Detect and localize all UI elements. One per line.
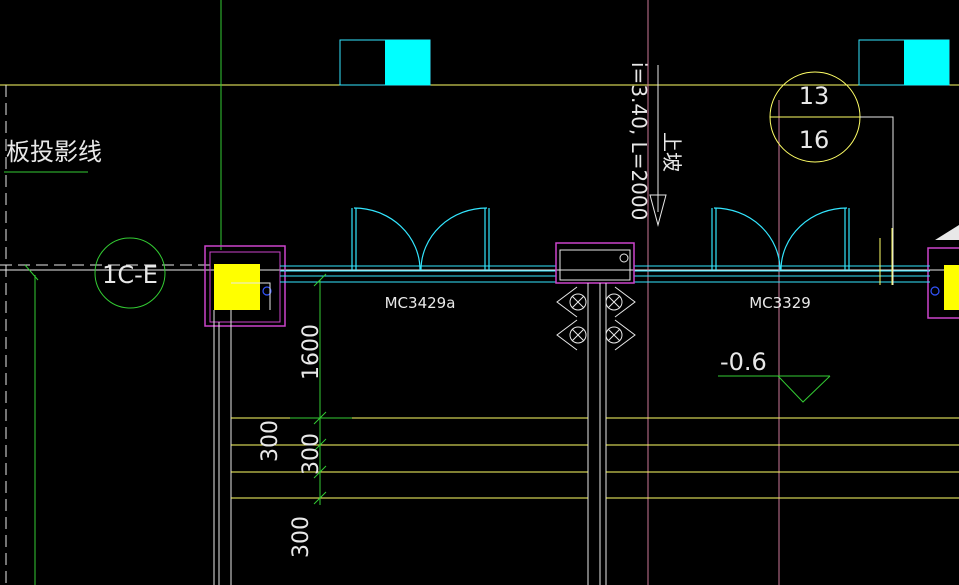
right-column xyxy=(927,225,959,319)
detail-top-number: 13 xyxy=(799,82,830,110)
door-mc3429a-label: MC3429a xyxy=(385,294,456,312)
door-mc3429a[interactable] xyxy=(351,207,490,271)
projection-line-text: 板投影线 xyxy=(6,138,102,166)
central-pier-magenta xyxy=(555,242,635,284)
axis-tag-text: 1C-E xyxy=(102,261,158,289)
dimension-lines xyxy=(290,273,352,505)
elevation-marker[interactable]: -0.6 xyxy=(718,348,831,403)
right-posts xyxy=(879,228,893,285)
axis-tag-1c-e[interactable]: 1C-E xyxy=(94,237,166,309)
stair-walls xyxy=(213,282,607,585)
detail-bottom-number: 16 xyxy=(799,126,830,154)
top-columns xyxy=(339,39,950,86)
elevation-text: -0.6 xyxy=(720,348,767,376)
column-top-left-fill xyxy=(385,40,430,85)
dim-1600: 1600 xyxy=(299,324,324,380)
detail-callout[interactable]: 13 16 xyxy=(769,71,894,285)
ramp-arrow-head xyxy=(649,194,667,227)
dim-300-c: 300 xyxy=(289,516,314,558)
dim-300-a: 300 xyxy=(258,420,283,462)
right-column-yellow-fill xyxy=(944,265,959,310)
left-column xyxy=(204,245,286,327)
left-column-magenta-outline xyxy=(204,245,286,327)
ramp-annotation[interactable]: i=3.40, L=2000 上坡 xyxy=(627,62,684,227)
right-column-marker xyxy=(930,286,940,296)
central-pier xyxy=(555,242,635,284)
column-top-right-fill xyxy=(904,40,949,85)
right-column-magenta-outline xyxy=(927,247,959,319)
left-column-marker xyxy=(262,286,272,296)
ramp-up-text: 上坡 xyxy=(660,132,684,172)
left-column-magenta-inner xyxy=(209,251,281,323)
axis-tag-circle xyxy=(94,237,166,309)
wall-lines xyxy=(280,265,930,283)
projection-line-label: 板投影线 xyxy=(4,138,102,173)
ramp-slope-text: i=3.40, L=2000 xyxy=(627,62,651,220)
green-diagonal xyxy=(24,264,39,281)
door-mc3329[interactable] xyxy=(711,207,850,271)
right-column-white-tab xyxy=(935,225,959,240)
stair-steps xyxy=(231,417,959,499)
left-column-yellow-fill xyxy=(214,264,260,310)
detail-leader-line xyxy=(860,116,894,285)
central-pier-white xyxy=(559,249,631,281)
door-mc3329-label: MC3329 xyxy=(749,294,811,312)
elevation-triangle xyxy=(777,375,831,403)
dim-300-b: 300 xyxy=(299,433,324,475)
central-pier-marker xyxy=(619,253,629,263)
joint-symbols xyxy=(556,286,636,351)
